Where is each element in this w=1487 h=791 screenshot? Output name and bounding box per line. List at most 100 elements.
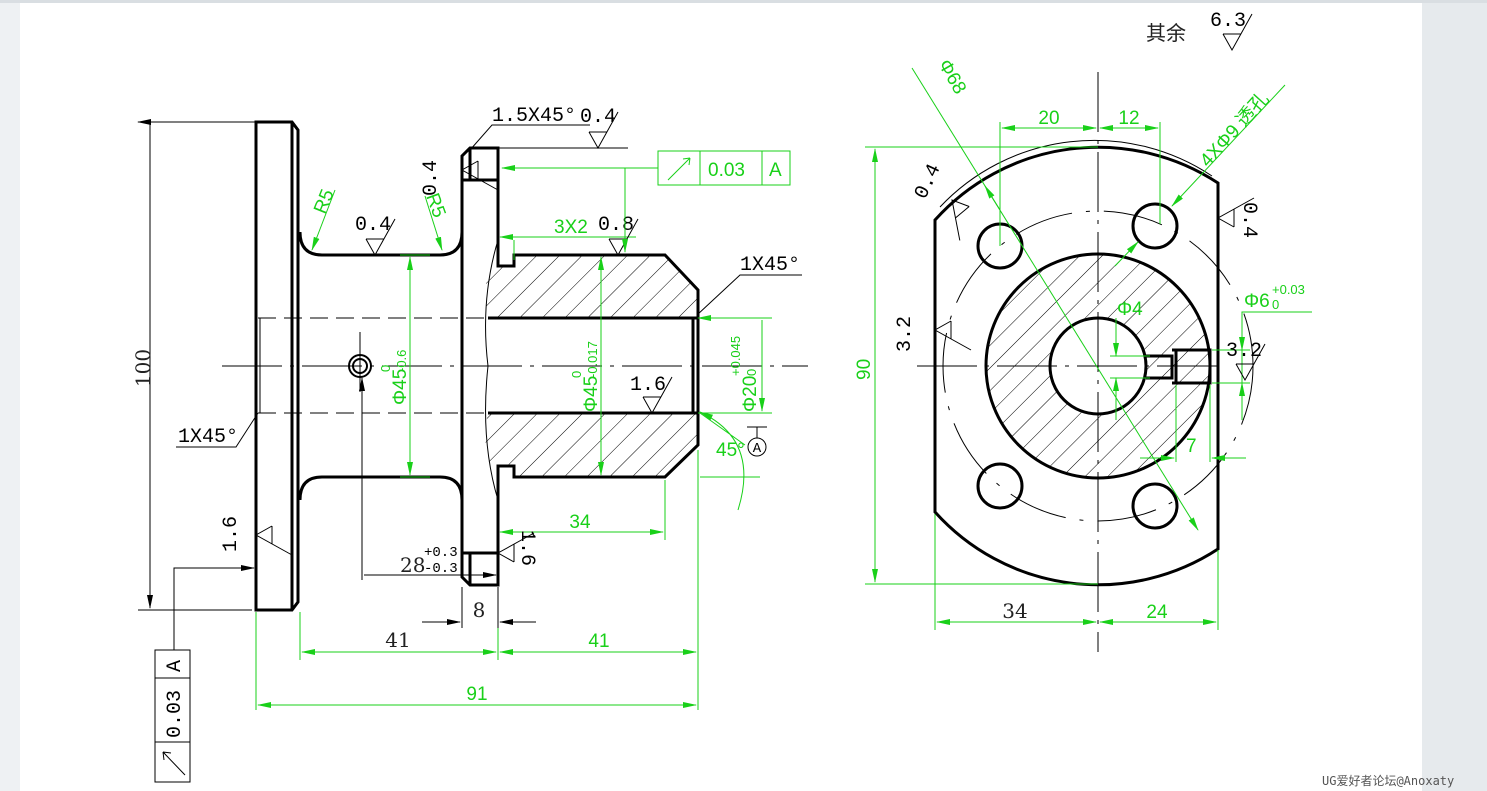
roughness-right-flat: 0.4 xyxy=(1237,202,1260,238)
dim-phi6-line xyxy=(1212,311,1312,420)
roughness-left-flat: 3.2 xyxy=(894,316,917,352)
fillet-r5-right-leader xyxy=(424,195,443,251)
roughness-flange-back: 1.6 xyxy=(515,530,538,566)
side-view: 100 91 41 41 8 28 +0.3 -0.3 34 Φ45 0 -0.… xyxy=(131,105,808,783)
hatch-lower xyxy=(485,413,698,477)
dim-8-text: 8 xyxy=(473,598,486,622)
runout-frame-left-dividers xyxy=(155,677,190,743)
chamfer-hub-leader xyxy=(696,274,802,316)
dim-phi45-hub-tol-lower: -0.017 xyxy=(585,341,600,378)
dim-phi45-neck-tol-lower: -0.6 xyxy=(394,350,409,372)
roughness-icon xyxy=(936,193,983,241)
angle-45-text: 45° xyxy=(716,440,745,461)
hatch-upper xyxy=(485,255,698,318)
dim-7-text: 7 xyxy=(1186,436,1197,457)
dim-100-text: 100 xyxy=(131,349,155,387)
dim-34-line xyxy=(500,480,665,540)
runout-left-datum: A xyxy=(164,660,187,672)
runout-top-tolerance: 0.03 xyxy=(708,160,745,181)
side-centerline xyxy=(222,332,808,400)
datum-a-text: A xyxy=(753,441,762,457)
watermark: UG爱好者论坛@Anoxaty xyxy=(1322,774,1455,788)
fillet-r5-left-leader xyxy=(311,189,336,251)
holes-leader xyxy=(1171,84,1286,207)
dim-90-text: 90 xyxy=(854,359,875,380)
holes-leader-arrow xyxy=(1114,241,1139,267)
end-view: 90 34 24 20 12 Φ68 4XΦ9 透孔 Φ4 Φ6 +0.03 0 xyxy=(854,56,1312,652)
dim-34-text: 34 xyxy=(1002,599,1027,623)
dim-8-line xyxy=(422,587,536,628)
dim-91-text: 91 xyxy=(466,684,487,705)
dim-34-text: 34 xyxy=(569,512,591,533)
roughness-flange-face: 0.4 xyxy=(420,160,443,196)
roughness-neck: 0.4 xyxy=(355,214,391,237)
dim-41-right-text: 41 xyxy=(588,631,609,652)
dim-phi6-tol-upper: +0.03 xyxy=(1272,282,1305,297)
dim-100-line xyxy=(138,122,256,610)
left-margin xyxy=(0,0,20,791)
runout-top-datum: A xyxy=(769,160,782,181)
top-bar xyxy=(0,0,1487,3)
runout-frame-top-dividers xyxy=(699,151,763,185)
datum-a-circle xyxy=(747,437,767,457)
neck-marks xyxy=(400,254,430,478)
roughness-icon xyxy=(255,525,293,556)
dim-12-text: 12 xyxy=(1118,108,1139,129)
dim-phi4-text: Φ4 xyxy=(1117,299,1143,320)
dim-phi6-text: Φ6 xyxy=(1244,291,1270,312)
dim-7-ext xyxy=(1175,385,1211,462)
dim-34-24-ext xyxy=(934,514,1219,630)
angle-45-arc xyxy=(700,412,760,511)
outer-profile xyxy=(933,145,1220,587)
datum-a-symbol xyxy=(747,426,767,438)
dim-90-ext xyxy=(865,146,1098,585)
dim-91-ext xyxy=(255,450,699,710)
dim-phi68-line xyxy=(911,67,1199,531)
roughness-flange-top: 0.4 xyxy=(580,106,616,129)
runout-arrow-icon xyxy=(162,751,186,776)
general-note-label: 其余 xyxy=(1146,21,1186,45)
dim-phi6-tol-lower: 0 xyxy=(1272,297,1279,312)
dim-28-tol-upper: +0.3 xyxy=(424,545,458,561)
dim-phi20-tol-upper: +0.045 xyxy=(728,336,743,376)
general-roughness-note: 其余 6.3 xyxy=(1146,10,1253,51)
dim-phi45-neck-tol-upper: 0 xyxy=(378,365,393,372)
roughness-top-chamfer: 0.4 xyxy=(910,161,946,203)
dim-28-tol-lower: -0.3 xyxy=(424,561,458,577)
groove-text: 3X2 xyxy=(554,217,588,238)
runout-arrow-icon xyxy=(667,157,691,181)
dim-phi4-line xyxy=(1110,318,1150,420)
bolt-hole xyxy=(976,462,1024,510)
bolt-hole xyxy=(1131,202,1179,250)
dim-phi20-tol-lower: 0 xyxy=(744,369,759,376)
dim-phi45-hub-tol-upper: 0 xyxy=(569,371,584,378)
dim-20-text: 20 xyxy=(1038,108,1059,129)
roughness-left-face: 1.6 xyxy=(220,516,243,552)
general-note-roughness: 6.3 xyxy=(1210,10,1246,33)
dim-28-text: 28 xyxy=(400,553,425,577)
chamfer-flange-text: 1.5X45° xyxy=(492,105,576,128)
dim-24-text: 24 xyxy=(1146,602,1168,623)
roughness-icon xyxy=(461,160,499,191)
dim-phi68-arrow xyxy=(984,185,1001,211)
dim-phi45-hub-text: Φ45 xyxy=(581,376,602,412)
dim-41-left-text: 41 xyxy=(385,628,410,652)
chamfer-left-text: 1X45° xyxy=(178,426,238,449)
roughness-hub: 0.8 xyxy=(598,214,634,237)
dim-phi20-text: Φ20 xyxy=(740,376,761,412)
roughness-counterbore: 3.2 xyxy=(1226,340,1262,363)
chamfer-arc xyxy=(939,139,1213,208)
holes-text: 4XΦ9 透孔 xyxy=(1195,88,1273,171)
dim-phi45-neck-text: Φ45 xyxy=(390,369,411,405)
roughness-bore: 1.6 xyxy=(630,374,666,397)
chamfer-hub-text: 1X45° xyxy=(740,254,800,277)
runout-left-leader xyxy=(173,565,255,650)
dim-phi68-text: Φ68 xyxy=(934,56,970,98)
dim-20-12-ext xyxy=(999,122,1161,246)
roughness-icon xyxy=(934,320,972,351)
runout-frame-top xyxy=(657,150,791,186)
runout-left-tolerance: 0.03 xyxy=(164,690,187,738)
end-centerlines xyxy=(917,72,1222,652)
chamfer-flange-leader xyxy=(469,124,590,151)
